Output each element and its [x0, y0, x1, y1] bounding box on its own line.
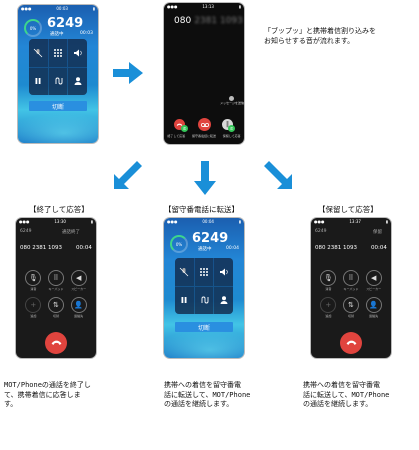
end-call-button[interactable]	[340, 332, 362, 354]
call-timer: 00:04	[371, 245, 387, 251]
call-controls	[175, 258, 233, 314]
status-bar: ●●●13:30▮	[19, 219, 93, 224]
end-and-answer-button[interactable]	[174, 119, 185, 130]
contact-icon: 👤	[365, 297, 382, 313]
wave-decoration	[18, 113, 98, 143]
call-status: 通話中	[50, 32, 64, 37]
contact-icon[interactable]	[214, 286, 233, 314]
status-bar: ●●●13:37▮	[314, 219, 388, 224]
phone-number: 080 2381 1093	[315, 245, 357, 251]
transfer-icon[interactable]	[48, 67, 68, 95]
caller-name: 6249	[20, 229, 32, 234]
hold-icon[interactable]	[175, 286, 194, 314]
status-bar: ●●●13:13▮	[167, 4, 241, 9]
swap-icon: ⇅	[47, 297, 64, 313]
call-progress-ring: 0%	[170, 235, 188, 253]
arrow-down-left-icon	[114, 161, 142, 189]
mute-icon: 🎙	[25, 270, 42, 286]
hangup-button[interactable]: 切断	[175, 322, 233, 332]
label-hold-and-answer: 【保留して応答】	[318, 205, 378, 214]
end-and-answer-accent: ✆	[181, 125, 188, 132]
contacts-button[interactable]: 👤連絡先	[362, 297, 385, 318]
call-controls: 🎙消音 ⠿キーパッド ◀スピーカー +追加 ⇅切替 👤連絡先	[317, 270, 385, 318]
call-timer: 00:04	[226, 246, 239, 251]
mute-icon[interactable]	[175, 258, 194, 286]
hangup-button[interactable]: 切断	[29, 101, 87, 111]
status-bar: ●●●00:04▮	[167, 219, 241, 224]
keypad-icon: ⠿	[47, 270, 64, 286]
keypad-icon[interactable]	[194, 258, 214, 286]
mute-icon: 🎙	[320, 270, 337, 286]
incoming-option-labels: 終了して応答 留守番電話に転送 保留して応答	[167, 134, 241, 138]
call-timer: 00:03	[80, 31, 93, 36]
message-option[interactable]: メッセージを送信	[220, 96, 244, 105]
call-state: 通話終了	[62, 230, 80, 235]
hold-and-answer-accent: ✆	[228, 125, 235, 132]
call-number: 6249	[192, 231, 229, 246]
contact-icon: 👤	[70, 297, 87, 313]
add-icon: +	[320, 297, 337, 313]
phone-number: 080 2381 1093	[20, 245, 62, 251]
speaker-button[interactable]: ◀スピーカー	[362, 270, 385, 291]
call-number: 6249	[47, 16, 84, 31]
interrupt-note: 「ブップッ」と携帯着信割り込みを お知らせする音が流れます。	[264, 27, 376, 45]
arrow-down-icon	[194, 161, 216, 195]
label-end-and-answer: 【終了して応答】	[29, 205, 89, 214]
phone-call-ended: ●●●13:30▮ 6249 通話終了 080 2381 1093 00:04 …	[16, 218, 96, 358]
arrow-right-icon	[113, 62, 143, 84]
swap-button[interactable]: ⇅切替	[45, 297, 68, 318]
call-controls	[29, 39, 87, 95]
status-bar: ●●●00:03▮	[21, 6, 95, 11]
call-status: 通話中	[198, 247, 212, 252]
swap-button[interactable]: ⇅切替	[340, 297, 363, 318]
speaker-icon[interactable]	[214, 258, 233, 286]
speaker-button[interactable]: ◀スピーカー	[67, 270, 90, 291]
phone-active-call-top: ●●●00:03▮ 0% 6249 通話中 00:03 切断	[18, 5, 98, 143]
contact-icon[interactable]	[68, 67, 87, 95]
phone-incoming-call: ●●●13:13▮ 080 2381 1093 メッセージを送信 ✆ ‖ ✆ 終…	[164, 3, 244, 144]
blurred-number: 2381 1093	[194, 16, 243, 26]
call-state: 保留	[373, 230, 382, 235]
caption-hold-and-answer: 携帯への着信を留守番電 話に転送して、MOT/Phone の通話を継続します。	[303, 381, 390, 408]
mute-button[interactable]: 🎙消音	[22, 270, 45, 291]
wave-decoration	[164, 330, 244, 358]
add-call-button[interactable]: +追加	[22, 297, 45, 318]
keypad-button[interactable]: ⠿キーパッド	[45, 270, 68, 291]
call-controls: 🎙消音 ⠿キーパッド ◀スピーカー +追加 ⇅切替 👤連絡先	[22, 270, 90, 318]
phone-call-on-hold: ●●●13:37▮ 6249 保留 080 2381 1093 00:04 🎙消…	[311, 218, 391, 358]
contacts-button[interactable]: 👤連絡先	[67, 297, 90, 318]
caption-end-and-answer: MOT/Phoneの通話を終了し て、携帯着信に応答しま す。	[4, 381, 91, 408]
speaker-icon[interactable]	[68, 39, 87, 67]
swap-icon: ⇅	[342, 297, 359, 313]
phone-call-continuing: ●●●00:04▮ 0% 6249 通話中 00:04 切断	[164, 218, 244, 358]
caller-name: 6249	[315, 229, 327, 234]
call-timer: 00:04	[76, 245, 92, 251]
call-progress-ring: 0%	[24, 19, 42, 37]
add-icon: +	[25, 297, 42, 313]
arrow-down-right-icon	[264, 161, 292, 189]
transfer-icon[interactable]	[194, 286, 214, 314]
caption-transfer-voicemail: 携帯への着信を留守番電 話に転送して、MOT/Phone の通話を継続します。	[164, 381, 251, 408]
hold-and-answer-button[interactable]: ‖	[222, 119, 233, 130]
add-call-button[interactable]: +追加	[317, 297, 340, 318]
label-transfer-voicemail: 【留守番電話に転送】	[164, 205, 239, 214]
incoming-number: 080 2381 1093	[174, 16, 243, 26]
message-icon	[229, 96, 235, 101]
keypad-button[interactable]: ⠿キーパッド	[340, 270, 363, 291]
speaker-icon: ◀	[70, 270, 87, 286]
end-call-button[interactable]	[45, 332, 67, 354]
mute-button[interactable]: 🎙消音	[317, 270, 340, 291]
hold-icon[interactable]	[29, 67, 48, 95]
voicemail-button[interactable]	[198, 118, 211, 131]
speaker-icon: ◀	[365, 270, 382, 286]
keypad-icon: ⠿	[342, 270, 359, 286]
keypad-icon[interactable]	[48, 39, 68, 67]
mute-icon[interactable]	[29, 39, 48, 67]
